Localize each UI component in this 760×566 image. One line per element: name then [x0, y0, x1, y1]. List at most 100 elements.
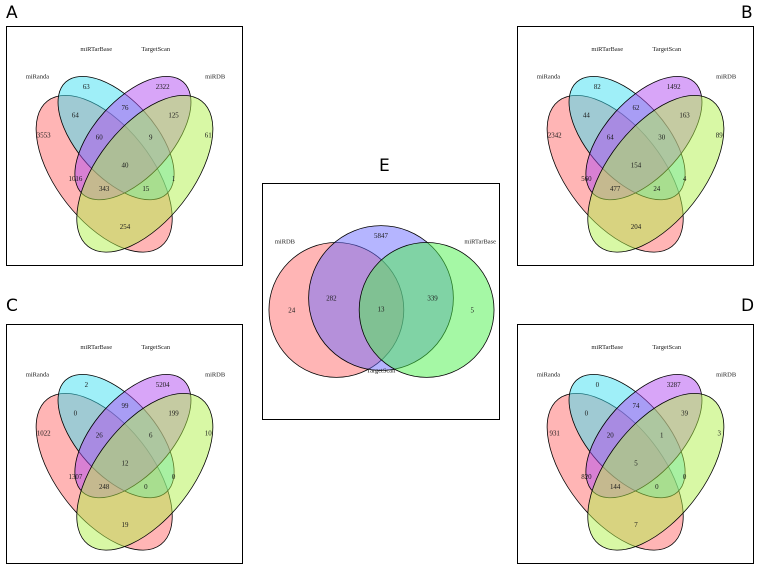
set-label-miranda-b: miRanda [537, 74, 560, 81]
region-count-mirtarbase-targetscan-mirdb-d: 1 [660, 432, 664, 440]
region-count-mirtarbase-targetscan-b: 62 [633, 104, 640, 112]
region-count-only-mirdb-e: 24 [288, 306, 295, 314]
region-count-miranda-mirdb-b: 204 [631, 223, 642, 231]
region-count-miranda-mirtarbase-mirdb-c: 0 [144, 483, 148, 491]
region-count-only-targetscan-c: 5204 [156, 381, 170, 389]
set-label-mirtarbase-d: miRTarBase [591, 344, 623, 351]
set-ellipse-mirdb-a [76, 95, 214, 253]
region-count-only-mirtarbase-e: 5 [470, 306, 474, 314]
region-count-miranda-targetscan-mirdb-a: 343 [99, 185, 110, 193]
region-count-mirtarbase-targetscan-a: 76 [122, 104, 129, 112]
region-count-only-targetscan-a: 2322 [156, 83, 170, 91]
region-count-only-mirdb-c: 10 [205, 430, 212, 438]
region-count-miranda-mirtarbase-targetscan-a: 60 [96, 134, 103, 142]
panel-letter-b: B [741, 3, 753, 23]
region-count-only-miranda-d: 931 [549, 430, 560, 438]
region-count-targetscan-mirdb-a: 125 [168, 112, 179, 120]
region-count-all-e: 13 [378, 305, 385, 313]
region-count-only-miranda-a: 3553 [37, 132, 51, 140]
panel-letter-d: D [741, 296, 755, 316]
region-count-targetscan-mirdb-d: 39 [681, 410, 688, 418]
region-count-only-miranda-c: 1022 [37, 430, 51, 438]
region-count-targetscan-mirtarbase-e: 339 [427, 295, 438, 303]
set-label-miranda-d: miRanda [537, 372, 560, 379]
region-count-miranda-targetscan-a: 1016 [68, 175, 82, 183]
set-ellipse-mirdb-b [587, 95, 725, 253]
region-count-mirtarbase-mirdb-d: 0 [683, 473, 687, 481]
region-count-miranda-targetscan-d: 820 [581, 473, 592, 481]
region-count-only-mirdb-a: 61 [205, 132, 212, 140]
region-count-mirtarbase-targetscan-mirdb-b: 30 [658, 134, 665, 142]
region-count-only-mirtarbase-b: 82 [594, 83, 601, 91]
set-label-miranda-c: miRanda [26, 372, 49, 379]
region-count-mirtarbase-targetscan-mirdb-a: 9 [149, 134, 153, 142]
region-count-only-targetscan-e: 5847 [374, 232, 388, 240]
region-count-miranda-targetscan-mirdb-b: 477 [610, 185, 621, 193]
region-count-mirtarbase-mirdb-c: 0 [172, 473, 176, 481]
region-count-miranda-mirtarbase-a: 64 [72, 112, 79, 120]
set-label-targetscan-a: TargetScan [141, 46, 171, 53]
set-ellipse-mirdb-c [76, 393, 214, 551]
region-count-all-d: 5 [634, 459, 638, 467]
region-count-miranda-targetscan-mirdb-d: 144 [610, 483, 621, 491]
region-count-miranda-mirtarbase-d: 0 [585, 410, 589, 418]
region-count-only-mirtarbase-a: 63 [83, 83, 90, 91]
region-count-all-a: 40 [122, 161, 129, 169]
region-count-mirtarbase-mirdb-a: 1 [172, 175, 176, 183]
region-count-mirdb-targetscan-e: 282 [326, 295, 337, 303]
set-label-targetscan-e: TargetScan [367, 367, 397, 374]
set-label-mirtarbase-a: miRTarBase [80, 46, 112, 53]
region-count-only-mirtarbase-d: 0 [596, 381, 600, 389]
region-count-miranda-mirtarbase-targetscan-c: 26 [96, 432, 103, 440]
region-count-miranda-mirtarbase-mirdb-a: 15 [142, 185, 149, 193]
set-label-mirdb-d: miRDB [716, 372, 736, 379]
set-label-mirdb-c: miRDB [205, 372, 225, 379]
region-count-only-miranda-b: 2342 [548, 132, 562, 140]
region-count-mirtarbase-targetscan-mirdb-c: 6 [149, 432, 153, 440]
region-count-miranda-mirdb-d: 7 [634, 521, 638, 529]
panel-letter-c: C [6, 296, 18, 316]
set-label-mirdb-b: miRDB [716, 74, 736, 81]
set-label-miranda-a: miRanda [26, 74, 49, 81]
region-count-miranda-mirtarbase-mirdb-d: 0 [655, 483, 659, 491]
region-count-mirtarbase-targetscan-d: 74 [633, 402, 640, 410]
venn-diagram-c: miRanda miRTarBase TargetScan miRDB 1022 2 520… [26, 344, 225, 551]
region-count-mirtarbase-mirdb-b: 4 [683, 175, 687, 183]
region-count-only-mirdb-d: 3 [718, 430, 722, 438]
region-count-miranda-mirtarbase-targetscan-b: 64 [607, 134, 614, 142]
set-circle-mirtarbase-e [358, 242, 495, 378]
region-count-targetscan-mirdb-b: 163 [679, 112, 690, 120]
set-label-mirtarbase-e: miRTarBase [464, 238, 496, 245]
region-count-only-targetscan-b: 1492 [667, 83, 681, 91]
panel-letter-e: E [379, 156, 390, 176]
region-count-miranda-mirtarbase-c: 0 [74, 410, 78, 418]
region-count-miranda-mirtarbase-targetscan-d: 20 [607, 432, 614, 440]
region-count-all-c: 12 [122, 459, 129, 467]
set-label-mirtarbase-b: miRTarBase [591, 46, 623, 53]
region-count-miranda-targetscan-mirdb-c: 248 [99, 483, 110, 491]
region-count-miranda-mirtarbase-mirdb-b: 24 [653, 185, 660, 193]
set-label-targetscan-c: TargetScan [141, 344, 171, 351]
region-count-only-targetscan-d: 3287 [667, 381, 681, 389]
region-count-miranda-mirdb-c: 19 [122, 521, 129, 529]
region-count-all-b: 154 [631, 161, 642, 169]
set-label-mirtarbase-c: miRTarBase [80, 344, 112, 351]
set-ellipse-mirdb-d [587, 393, 725, 551]
region-count-targetscan-mirdb-c: 199 [168, 410, 179, 418]
region-count-miranda-mirdb-a: 254 [120, 223, 131, 231]
region-count-miranda-mirtarbase-b: 44 [583, 112, 590, 120]
region-count-miranda-targetscan-c: 1307 [68, 473, 82, 481]
panel-letter-a: A [6, 3, 18, 23]
venn-panel-c: miRanda miRTarBase TargetScan miRDB 1022 2 520… [6, 324, 243, 564]
region-count-only-mirtarbase-c: 2 [85, 381, 89, 389]
region-count-only-mirdb-b: 89 [716, 132, 723, 140]
region-count-miranda-targetscan-b: 560 [581, 175, 592, 183]
